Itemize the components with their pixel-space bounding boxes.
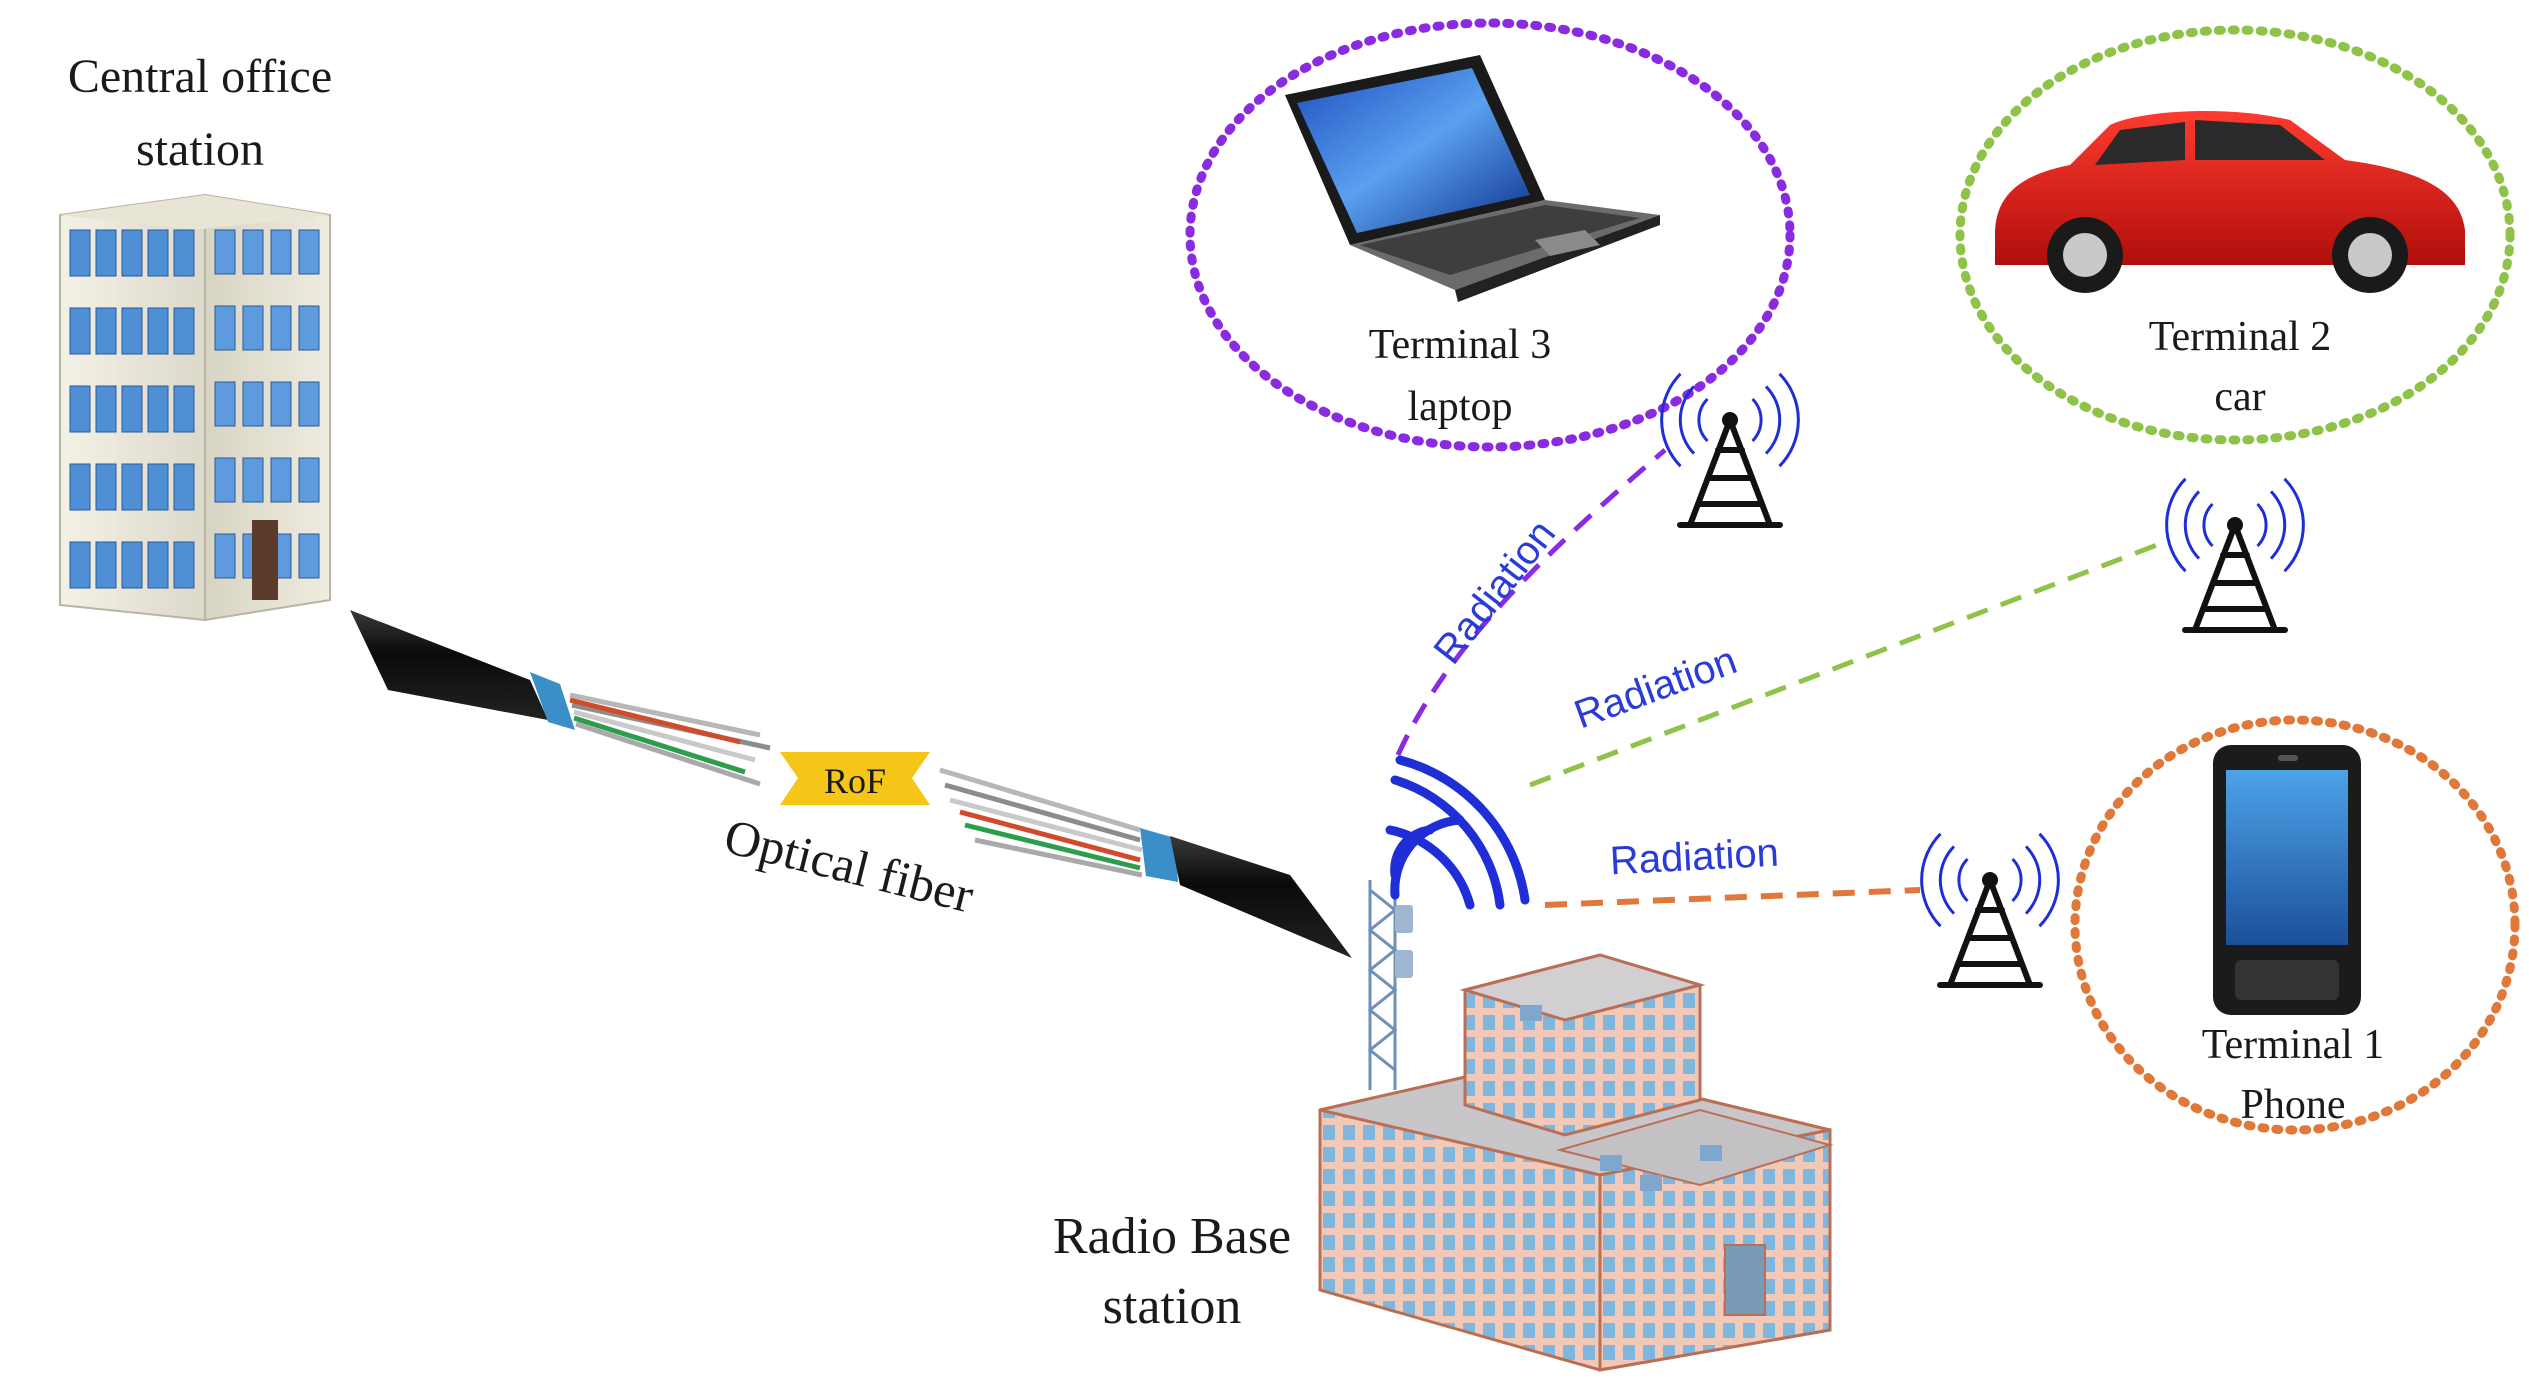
terminal2-antenna-icon [2165, 477, 2305, 633]
terminal2-boundary [1955, 25, 2515, 445]
radiation-label-terminal1: Radiation [1609, 831, 1780, 884]
optical-fiber-cable [350, 610, 1352, 958]
central-office-label-line2: station [136, 123, 264, 176]
base-station-label-line2: station [1103, 1278, 1242, 1335]
radiation-label-terminal3: Radiation [1425, 512, 1564, 672]
rof-tag [780, 752, 930, 805]
terminal1-boundary [2070, 715, 2520, 1135]
terminal1-label-line2: Phone [2241, 1082, 2346, 1128]
optical-fiber-label: Optical fiber [719, 808, 979, 924]
phone-icon [2213, 745, 2361, 1015]
rof-tag-label: RoF [824, 761, 886, 801]
base-station-wave-icon [1385, 755, 1530, 910]
radiation-link-terminal2 [1529, 537, 2171, 788]
terminal3-boundary [1185, 18, 1795, 452]
laptop-icon [1285, 55, 1660, 302]
terminal3-label-line1: Terminal 3 [1369, 322, 1552, 368]
terminal1-label-line1: Terminal 1 [2202, 1022, 2385, 1068]
terminal3-label-line2: laptop [1408, 384, 1513, 430]
terminal2-label-line2: car [2214, 374, 2265, 420]
terminal3-antenna-icon [1660, 372, 1800, 528]
radiation-label-terminal2: Radiation [1569, 638, 1743, 737]
radio-base-station-building [1318, 880, 1834, 1372]
car-icon [1995, 110, 2465, 293]
radiation-link-terminal3 [1395, 448, 1667, 757]
central-office-label-line1: Central office [68, 50, 332, 103]
radiation-link-terminal1 [1544, 887, 1921, 908]
terminal1-antenna-icon [1920, 832, 2060, 988]
terminal2-label-line1: Terminal 2 [2149, 314, 2332, 360]
central-office-building [59, 193, 331, 622]
base-station-label-line1: Radio Base [1053, 1208, 1291, 1265]
